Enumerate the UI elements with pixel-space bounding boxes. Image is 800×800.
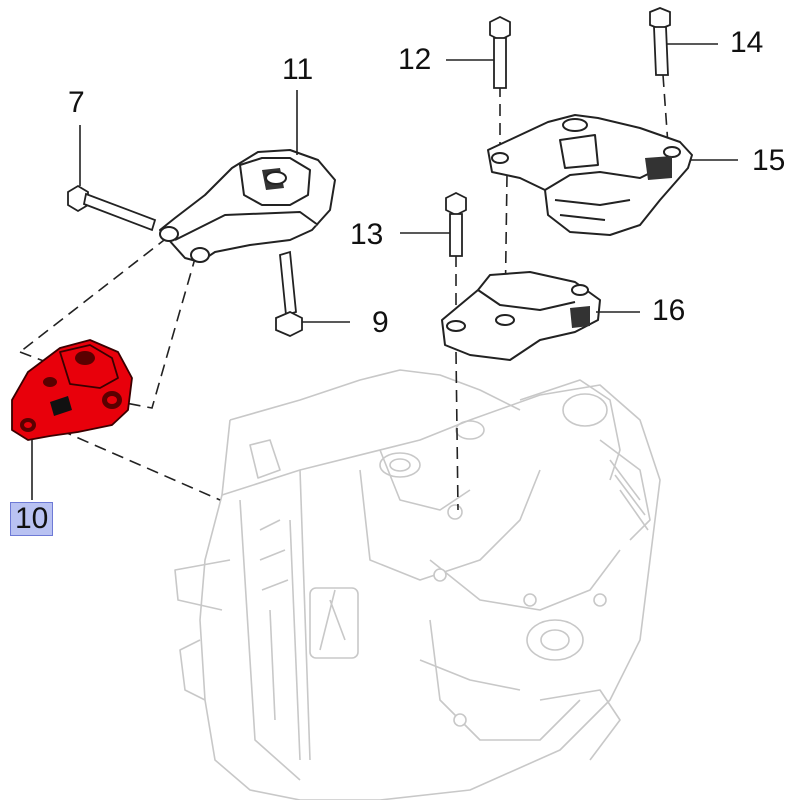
bolt-9[interactable] [275,250,350,337]
callout-9[interactable]: 9 [372,306,389,339]
bolt-14[interactable] [649,7,718,76]
transmission-assembly [174,369,661,800]
bracket-16[interactable] [441,271,640,361]
callout-16[interactable]: 16 [652,294,686,327]
callout-12[interactable]: 12 [398,43,432,76]
engine-mount-10-highlighted[interactable] [11,339,133,500]
callout-10[interactable]: 10 [10,502,54,536]
callout-14[interactable]: 14 [730,26,764,59]
engine-mount-15[interactable] [487,114,738,236]
callout-15[interactable]: 15 [752,144,786,177]
bolt-7[interactable] [67,125,157,232]
callout-13[interactable]: 13 [350,218,384,251]
engine-mount-11[interactable] [159,90,336,263]
callout-7[interactable]: 7 [68,86,85,119]
bolt-12[interactable] [446,15,511,89]
bolt-13[interactable] [400,191,467,257]
callout-11[interactable]: 11 [282,53,314,86]
